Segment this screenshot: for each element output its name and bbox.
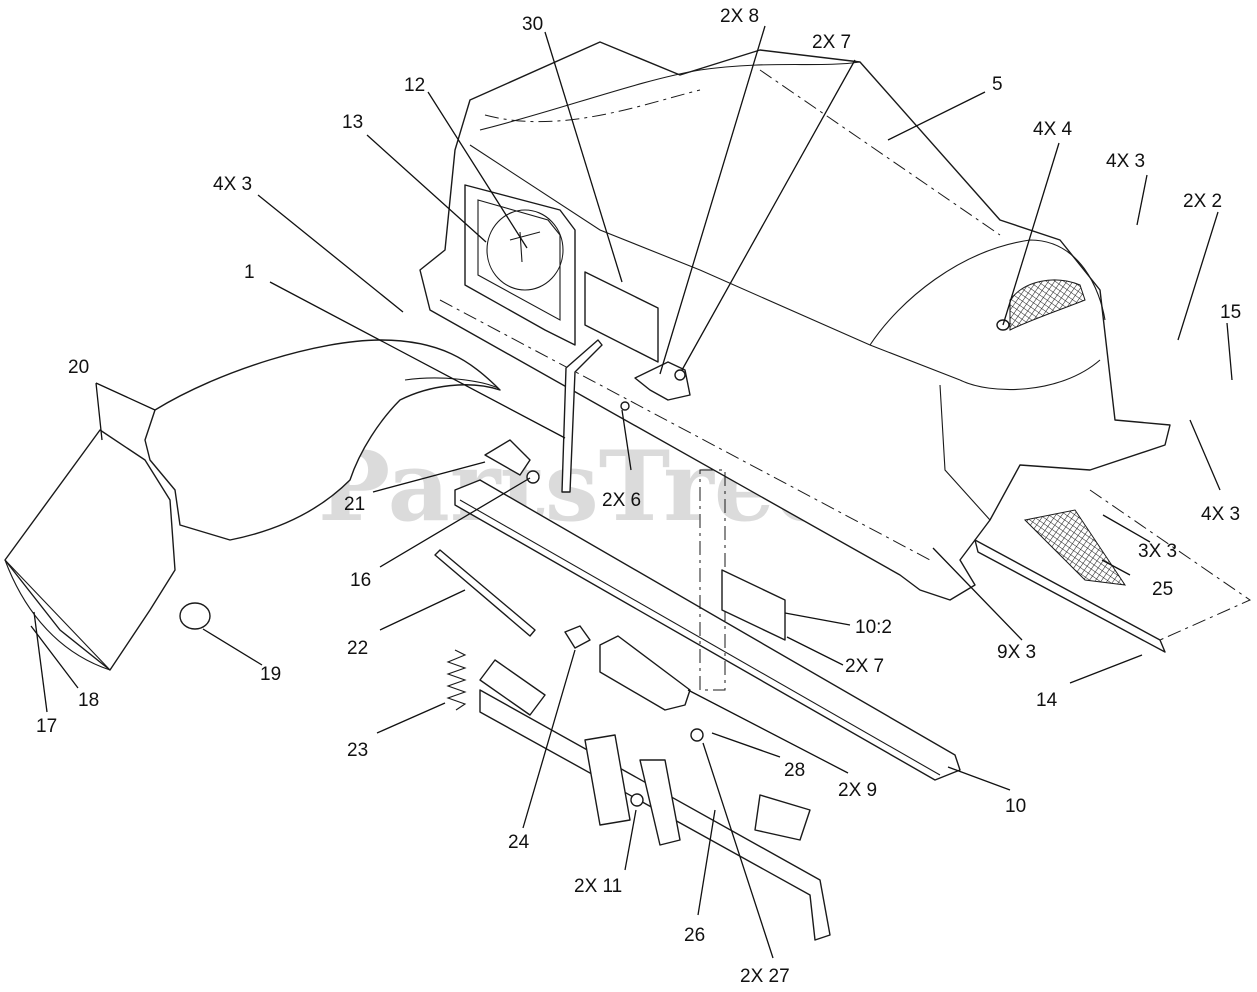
callout-18: 18: [78, 690, 99, 711]
callout-10: 10: [1005, 796, 1026, 817]
control-rod: [561, 339, 603, 493]
side-rail: [974, 489, 1252, 653]
callout-9x3: 9X 3: [997, 642, 1036, 663]
callout-17: 17: [36, 716, 57, 737]
hood-vent-mesh: [1009, 279, 1086, 331]
callout-2x7-lower: 2X 7: [845, 656, 884, 677]
callout-16: 16: [350, 570, 371, 591]
callout-21: 21: [344, 494, 365, 515]
side-mesh-screen: [1023, 509, 1127, 586]
callout-3x3: 3X 3: [1138, 541, 1177, 562]
latch-bracket: [620, 361, 691, 411]
callout-10-2: 10:2: [855, 617, 892, 638]
callout-labels: 30 2X 8 2X 7 5 12 13 4X 4 4X 3 4X 3 2X 2…: [36, 6, 1241, 987]
callout-4x3-top-right: 4X 3: [1106, 151, 1145, 172]
callout-4x3-right: 4X 3: [1201, 504, 1240, 525]
callout-4x4: 4X 4: [1033, 119, 1073, 140]
leader-lines: [30, 25, 1233, 959]
callout-2x2: 2X 2: [1183, 191, 1222, 212]
callout-13: 13: [342, 112, 363, 133]
callout-20: 20: [68, 357, 89, 378]
callout-2x6: 2X 6: [602, 490, 641, 511]
shaft: [434, 549, 536, 637]
callout-2x9: 2X 9: [838, 780, 877, 801]
decal-plate: [584, 271, 659, 363]
callout-2x7-upper: 2X 7: [812, 32, 851, 53]
callout-25: 25: [1152, 579, 1173, 600]
callout-22: 22: [347, 638, 368, 659]
callout-23: 23: [347, 740, 368, 761]
discharge-chute: [4, 339, 501, 671]
callout-14: 14: [1036, 690, 1058, 711]
callout-2x8: 2X 8: [720, 6, 759, 27]
discharge-opening: [464, 184, 576, 346]
callout-28: 28: [784, 760, 805, 781]
callout-30: 30: [522, 14, 543, 35]
callout-15: 1: [244, 262, 255, 283]
hood-body: [419, 41, 1171, 601]
pedal-assembly: [479, 659, 831, 941]
callout-19: 19: [260, 664, 281, 685]
callout-2x11: 2X 11: [574, 876, 622, 897]
pivot-bracket: [599, 635, 691, 711]
callout-1: 15: [1220, 302, 1241, 323]
bushing: [564, 625, 591, 649]
channel-bar: [454, 469, 961, 781]
callout-12: 12: [404, 75, 425, 96]
nut: [526, 470, 540, 484]
callout-26: 26: [684, 925, 705, 946]
callout-2x27: 2X 27: [740, 966, 790, 987]
extension-spring: [446, 649, 467, 711]
knob: [484, 439, 531, 476]
callout-4x3-left: 4X 3: [213, 174, 252, 195]
callout-5: 5: [992, 74, 1003, 95]
callout-24: 24: [508, 832, 530, 853]
